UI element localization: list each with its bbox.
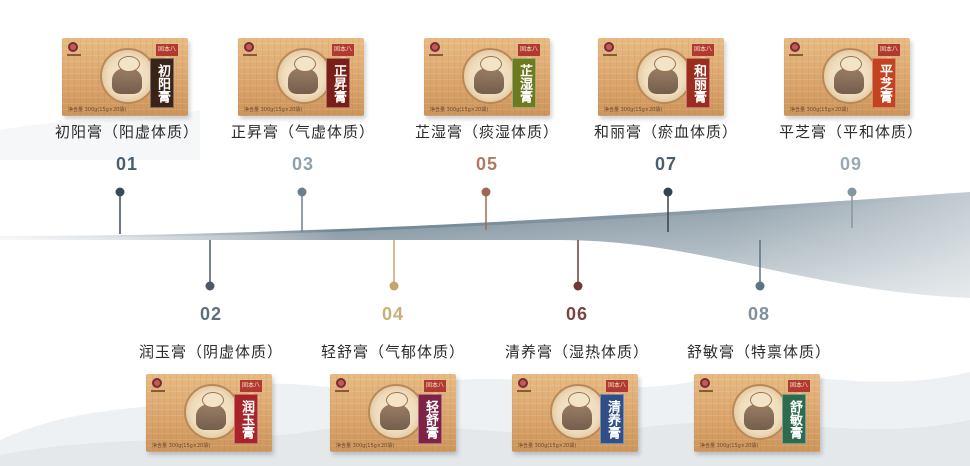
product-label: 正昇膏（气虚体质） [230, 123, 375, 141]
product-label: 初阳膏（阳虚体质） [54, 123, 199, 141]
box-title: 润玉膏 [234, 394, 258, 444]
product-box-01: 固本八膏 初阳膏 净含量 300g(15g×20袋) [62, 38, 188, 116]
marker-dot-05 [481, 187, 491, 197]
box-title: 初阳膏 [150, 58, 174, 108]
marker-dot-09 [847, 187, 857, 197]
product-box-05: 固本八膏 芷湿膏 净含量 300g(15g×20袋) [424, 38, 550, 116]
product-box-08: 固本八膏 舒敏膏 净含量 300g(15g×20袋) [694, 374, 820, 452]
product-number: 06 [565, 304, 589, 324]
product-item-04: 04 轻舒膏（气郁体质） [298, 304, 488, 362]
product-item-02: 02 润玉膏（阴虚体质） [116, 304, 306, 362]
product-item-05: 芷湿膏（痰湿体质） 05 [392, 121, 582, 175]
product-label: 清养膏（湿热体质） [504, 343, 649, 361]
product-box-07: 固本八膏 和丽膏 净含量 300g(15g×20袋) [598, 38, 724, 116]
product-box-09: 固本八膏 平芝膏 净含量 300g(15g×20袋) [784, 38, 910, 116]
product-item-06: 06 清养膏（湿热体质） [482, 304, 672, 362]
product-box-06: 固本八膏 清养膏 净含量 300g(15g×20袋) [512, 374, 638, 452]
product-number: 03 [291, 154, 315, 174]
box-title: 正昇膏 [326, 58, 350, 108]
marker-dot-07 [663, 187, 673, 197]
marker-dot-02 [205, 281, 215, 291]
box-title: 轻舒膏 [418, 394, 442, 444]
product-item-03: 正昇膏（气虚体质） 03 [208, 121, 398, 175]
box-title: 清养膏 [600, 394, 624, 444]
product-number: 04 [381, 304, 405, 324]
product-item-07: 和丽膏（瘀血体质） 07 [571, 121, 761, 175]
product-item-01: 初阳膏（阳虚体质） 01 [32, 121, 222, 175]
product-item-09: 平芝膏（平和体质） 09 [756, 121, 946, 175]
product-number: 01 [115, 154, 139, 174]
product-number: 05 [475, 154, 499, 174]
product-box-02: 固本八膏 润玉膏 净含量 300g(15g×20袋) [146, 374, 272, 452]
product-label: 轻舒膏（气郁体质） [320, 343, 465, 361]
marker-dot-01 [115, 187, 125, 197]
box-title: 平芝膏 [872, 58, 896, 108]
box-title: 和丽膏 [686, 58, 710, 108]
product-number: 02 [199, 304, 223, 324]
product-box-04: 固本八膏 轻舒膏 净含量 300g(15g×20袋) [330, 374, 456, 452]
marker-dot-06 [573, 281, 583, 291]
product-label: 润玉膏（阴虚体质） [138, 343, 283, 361]
product-number: 08 [747, 304, 771, 324]
product-label: 芷湿膏（痰湿体质） [414, 123, 559, 141]
marker-dot-03 [297, 187, 307, 197]
marker-dot-04 [389, 281, 399, 291]
marker-dot-08 [755, 281, 765, 291]
product-number: 07 [654, 154, 678, 174]
product-label: 平芝膏（平和体质） [778, 123, 923, 141]
product-number: 09 [839, 154, 863, 174]
product-label: 和丽膏（瘀血体质） [593, 123, 738, 141]
box-title: 舒敏膏 [782, 394, 806, 444]
product-box-03: 固本八膏 正昇膏 净含量 300g(15g×20袋) [238, 38, 364, 116]
product-label: 舒敏膏（特禀体质） [686, 343, 831, 361]
product-item-08: 08 舒敏膏（特禀体质） [664, 304, 854, 362]
box-title: 芷湿膏 [512, 58, 536, 108]
